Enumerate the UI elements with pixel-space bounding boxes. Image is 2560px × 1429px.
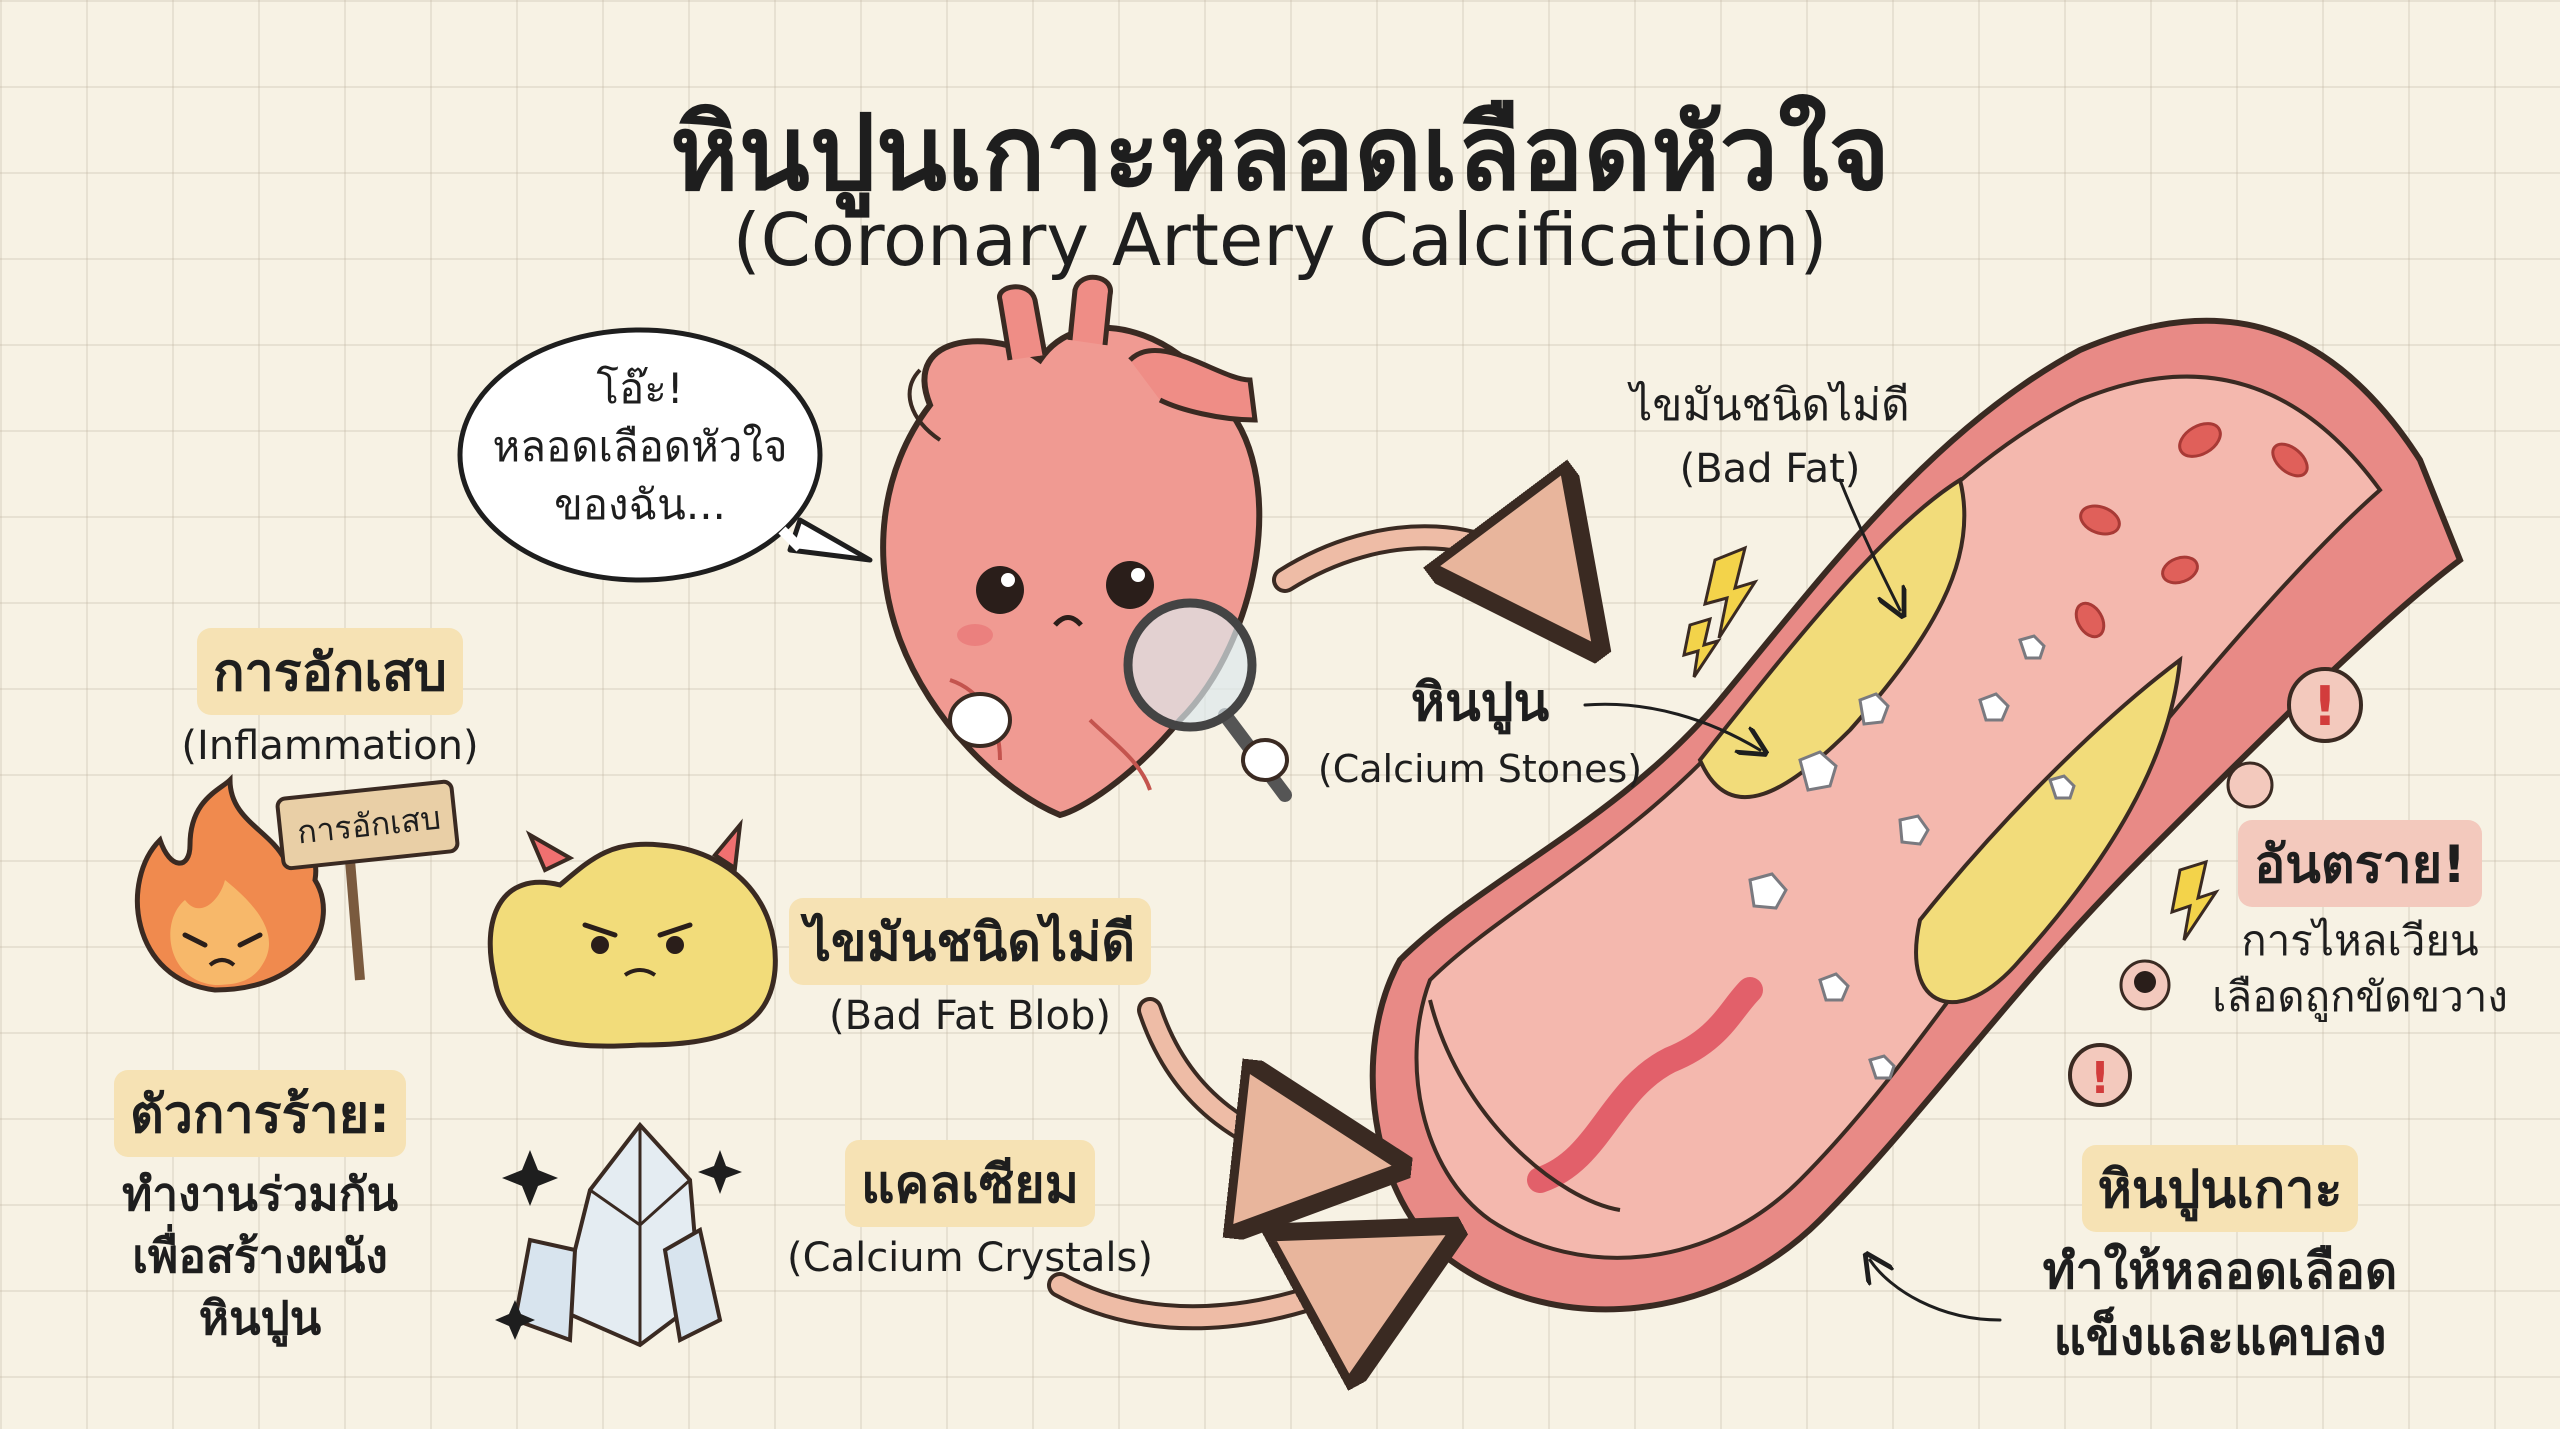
artery-bad-fat-label-th: ไขมันชนิดไม่ดี: [1630, 380, 1910, 431]
danger-line-1: การไหลเวียน: [2241, 916, 2479, 965]
calcium-label-th: แคลเซียม: [845, 1140, 1095, 1227]
villains-heading: ตัวการร้าย:: [114, 1070, 406, 1157]
speech-bubble-text: โอ๊ะ! หลอดเลือดหัวใจ ของฉัน...: [460, 360, 820, 534]
result-note: หินปูนเกาะ ทำให้หลอดเลือด แข็งและแคบลง: [1980, 1145, 2460, 1370]
bad-fat-blob-label-th: ไขมันชนิดไม่ดี: [788, 898, 1152, 985]
arrow-icon: [1047, 480, 2002, 1320]
page-subtitle: (Coronary Artery Calcification): [732, 198, 1828, 282]
calcium-label: แคลเซียม (Calcium Crystals): [760, 1140, 1180, 1281]
artery-stones-label-th: หินปูน: [1410, 673, 1550, 733]
artery-icon: [1369, 317, 2464, 1313]
result-line-1: ทำให้หลอดเลือด: [2042, 1242, 2398, 1300]
danger-line-2: เลือดถูกขัดขวาง: [2212, 972, 2508, 1021]
alert-icon: ! !: [2068, 667, 2363, 1107]
villains-line-2: เพื่อสร้างผนัง: [132, 1229, 388, 1283]
speech-line-1: โอ๊ะ!: [596, 364, 684, 413]
villains-line-1: ทำงานร่วมกัน: [121, 1167, 399, 1221]
inflammation-label-th: การอักเสบ: [197, 628, 463, 715]
villains-line-3: หินปูน: [198, 1291, 322, 1345]
artery-stones-label-en: (Calcium Stones): [1317, 747, 1643, 791]
calcium-label-en: (Calcium Crystals): [787, 1235, 1153, 1281]
inflammation-label: การอักเสบ (Inflammation): [160, 628, 500, 769]
speech-line-3: ของฉัน...: [554, 480, 726, 529]
magnifier-icon: [1123, 598, 1292, 802]
page-title: หินปูนเกาะหลอดเลือดหัวใจ: [670, 92, 1890, 214]
danger-heading: อันตราย!: [2238, 820, 2482, 907]
speech-bubble: [457, 327, 873, 583]
fire-character-icon: [134, 773, 460, 993]
svg-text:!: !: [2313, 675, 2338, 738]
bad-fat-blob-label-en: (Bad Fat Blob): [829, 993, 1111, 1039]
inflammation-label-en: (Inflammation): [181, 723, 479, 769]
artery-stones-label: หินปูน (Calcium Stones): [1300, 660, 1660, 791]
bad-fat-blob-label: ไขมันชนิดไม่ดี (Bad Fat Blob): [780, 898, 1160, 1039]
sparkle-icon: [495, 1150, 742, 1340]
danger-note: อันตราย! การไหลเวียน เลือดถูกขัดขวาง: [2180, 820, 2540, 1025]
fat-blob-icon: [487, 818, 778, 1049]
artery-bad-fat-label: ไขมันชนิดไม่ดี (Bad Fat): [1600, 370, 1940, 492]
heart-character-icon: [880, 274, 1263, 819]
lightning-icon: [1682, 545, 2220, 941]
villains-note: ตัวการร้าย: ทำงานร่วมกัน เพื่อสร้างผนัง …: [80, 1070, 440, 1349]
skull-icon: [2119, 959, 2171, 1011]
result-line-2: แข็งและแคบลง: [2053, 1308, 2387, 1366]
result-heading: หินปูนเกาะ: [2081, 1145, 2359, 1232]
artery-bad-fat-label-en: (Bad Fat): [1679, 446, 1861, 492]
speech-line-2: หลอดเลือดหัวใจ: [492, 422, 788, 471]
svg-text:!: !: [2090, 1053, 2110, 1104]
crystal-icon: [512, 1121, 723, 1348]
